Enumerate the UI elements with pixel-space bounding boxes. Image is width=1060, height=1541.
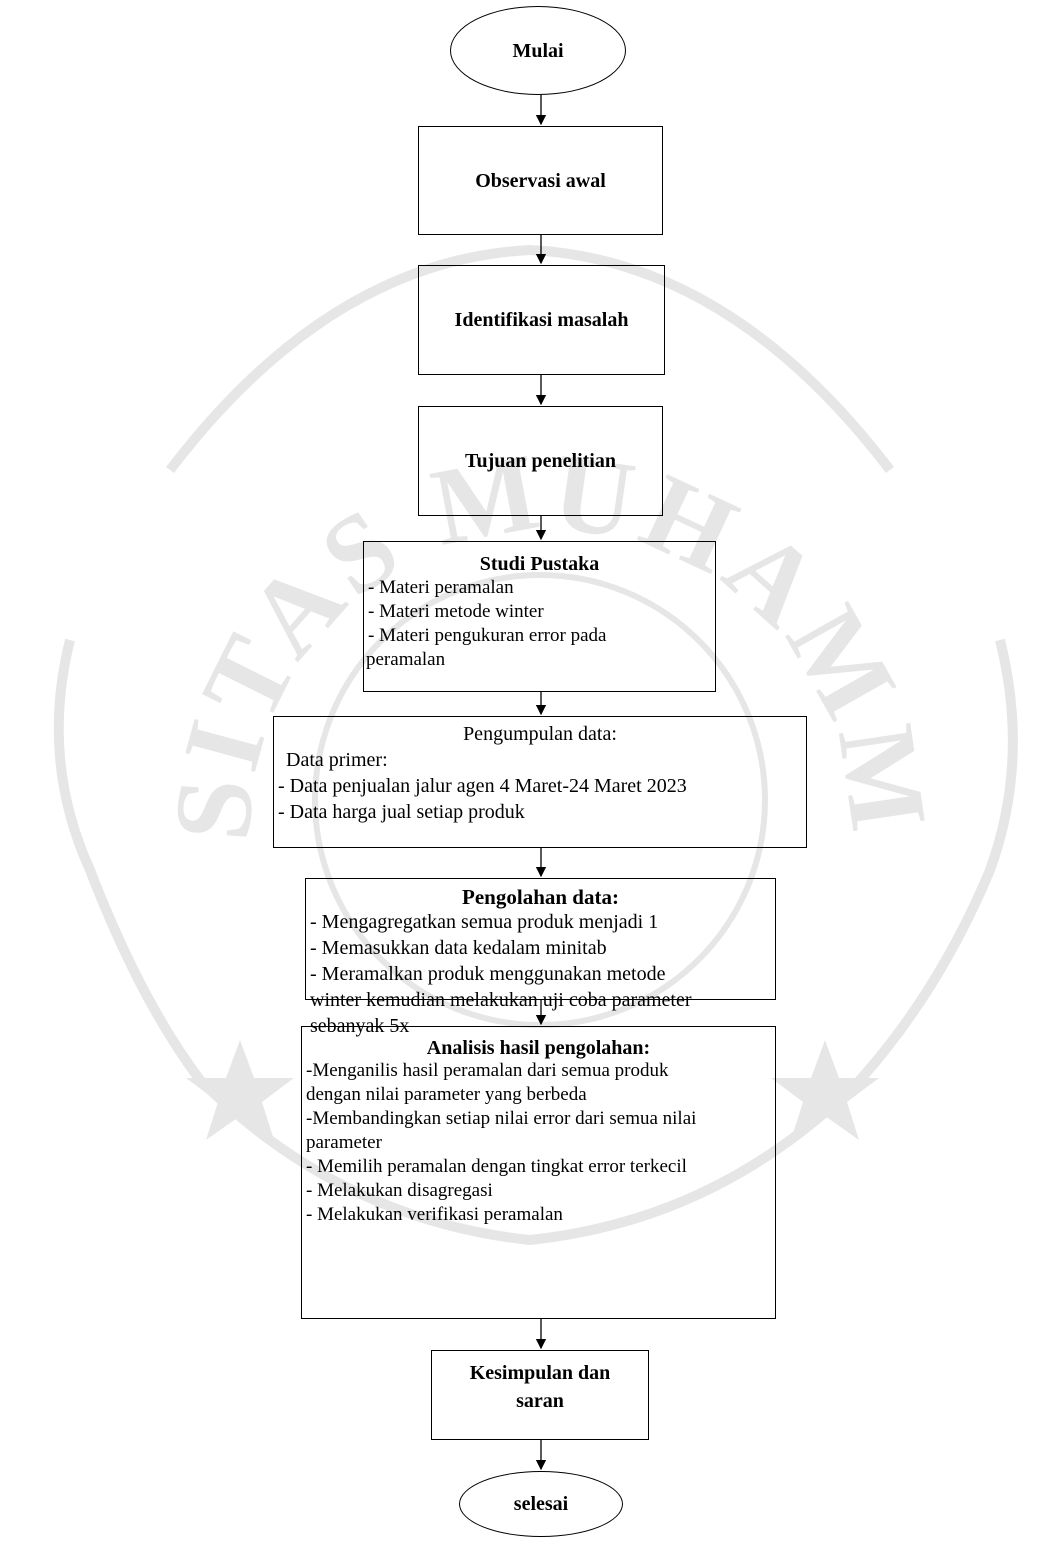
kesimpulan-title-line2: saran bbox=[516, 1390, 564, 1412]
end-terminal: selesai bbox=[459, 1471, 623, 1537]
step-pengumpulan-data-title: Pengumpulan data: bbox=[463, 723, 617, 745]
analisis-item: dengan nilai parameter yang berbeda bbox=[306, 1084, 587, 1105]
watermark-star-left bbox=[186, 1040, 294, 1140]
step-observasi-awal-title: Observasi awal bbox=[475, 169, 606, 192]
step-identifikasi-masalah-title: Identifikasi masalah bbox=[454, 309, 629, 331]
step-analisis-title: Analisis hasil pengolahan: bbox=[426, 1037, 651, 1059]
analisis-item: - Melakukan verifikasi peramalan bbox=[306, 1204, 563, 1225]
pengolahan-data-item: - Memasukkan data kedalam minitab bbox=[310, 937, 607, 959]
studi-pustaka-item: - Materi metode winter bbox=[368, 601, 544, 622]
step-tujuan-penelitian: Tujuan penelitian bbox=[418, 406, 663, 516]
pengumpulan-data-subtitle: Data primer: bbox=[286, 749, 388, 771]
kesimpulan-title-line1: Kesimpulan dan bbox=[469, 1362, 611, 1384]
step-observasi-awal: Observasi awal bbox=[418, 126, 663, 235]
analisis-item: - Memilih peramalan dengan tingkat error… bbox=[306, 1156, 687, 1177]
analisis-item: -Menganilis hasil peramalan dari semua p… bbox=[306, 1060, 669, 1081]
analisis-item: - Melakukan disagregasi bbox=[306, 1180, 493, 1201]
step-pengumpulan-data: Pengumpulan data: Data primer: - Data pe… bbox=[273, 716, 807, 848]
step-analisis-hasil-pengolahan: Analisis hasil pengolahan: -Menganilis h… bbox=[301, 1026, 776, 1319]
end-label: selesai bbox=[513, 1493, 569, 1515]
step-pengolahan-data: Pengolahan data: - Mengagregatkan semua … bbox=[305, 878, 776, 1037]
start-terminal: Mulai bbox=[450, 6, 626, 95]
analisis-item: -Membandingkan setiap nilai error dari s… bbox=[306, 1108, 697, 1129]
analisis-item: parameter bbox=[306, 1132, 382, 1153]
studi-pustaka-item: - Materi pengukuran error pada bbox=[368, 625, 607, 646]
studi-pustaka-item: - Materi peramalan bbox=[368, 577, 514, 598]
watermark-star-right bbox=[771, 1040, 879, 1140]
start-label: Mulai bbox=[512, 39, 564, 62]
step-kesimpulan-dan-saran: Kesimpulan dan saran bbox=[431, 1350, 649, 1440]
step-identifikasi-masalah: Identifikasi masalah bbox=[418, 265, 665, 375]
step-pengolahan-data-title: Pengolahan data: bbox=[462, 885, 619, 909]
pengolahan-data-item: - Mengagregatkan semua produk menjadi 1 bbox=[310, 911, 659, 933]
pengolahan-data-item: - Meramalkan produk menggunakan metode bbox=[310, 963, 666, 985]
studi-pustaka-item: peramalan bbox=[366, 649, 446, 670]
pengumpulan-data-item: - Data harga jual setiap produk bbox=[278, 801, 525, 823]
step-studi-pustaka-title: Studi Pustaka bbox=[479, 553, 600, 575]
pengumpulan-data-item: - Data penjualan jalur agen 4 Maret-24 M… bbox=[278, 775, 687, 797]
step-tujuan-penelitian-title: Tujuan penelitian bbox=[465, 450, 616, 472]
step-studi-pustaka: Studi Pustaka - Materi peramalan - Mater… bbox=[363, 541, 716, 692]
pengolahan-data-item: winter kemudian melakukan uji coba param… bbox=[310, 989, 692, 1011]
